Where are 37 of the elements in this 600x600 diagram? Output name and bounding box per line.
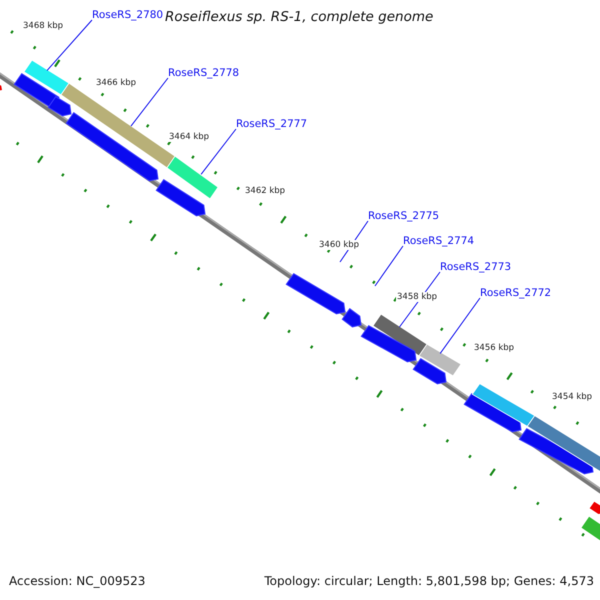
leader-line xyxy=(46,20,92,72)
scale-label: 3456 kbp xyxy=(473,343,516,353)
gene-block xyxy=(286,273,346,314)
gene-label: RoseRS_2774 xyxy=(403,235,474,247)
gene-block xyxy=(464,393,522,432)
leader-line xyxy=(200,128,236,175)
gene-label: RoseRS_2777 xyxy=(236,118,308,130)
gene-block xyxy=(23,60,70,96)
gene-block xyxy=(472,383,536,427)
leader-line xyxy=(130,78,168,127)
gene-block xyxy=(412,358,447,384)
gene-block xyxy=(418,344,462,376)
leader-line xyxy=(374,246,404,286)
gene-block xyxy=(156,179,206,216)
footer-text: Topology: circular; Length: 5,801,598 bp; Genes: 4,573 xyxy=(264,574,594,588)
leader-line xyxy=(440,298,480,354)
gene-label: RoseRS_2775 xyxy=(368,210,440,222)
scale-label: 3460 kbp xyxy=(318,240,360,250)
scale-label: 3458 kbp xyxy=(396,292,438,302)
gene-label: RoseRS_2772 xyxy=(480,287,552,299)
gene-block xyxy=(360,325,417,362)
gene-block xyxy=(342,308,362,328)
footer-text: Accession: NC_009523 xyxy=(9,574,146,588)
gene-block xyxy=(166,156,219,200)
scale-label: 3454 kbp xyxy=(551,392,594,402)
gene-block xyxy=(372,314,428,356)
gene-block xyxy=(518,428,594,474)
gene-label: RoseRS_2780 xyxy=(92,9,164,21)
gene-label: RoseRS_2773 xyxy=(440,261,512,273)
gene-label: RoseRS_2778 xyxy=(168,67,240,79)
scale-label: 3464 kbp xyxy=(168,132,210,142)
gene-block xyxy=(66,112,159,182)
gene-block xyxy=(590,502,600,514)
map-title: Roseiflexus sp. RS-1, complete genome xyxy=(165,9,434,25)
scale-label: 3466 kbp xyxy=(95,78,138,88)
scale-label: 3468 kbp xyxy=(22,21,64,31)
scale-label: 3462 kbp xyxy=(244,186,286,196)
